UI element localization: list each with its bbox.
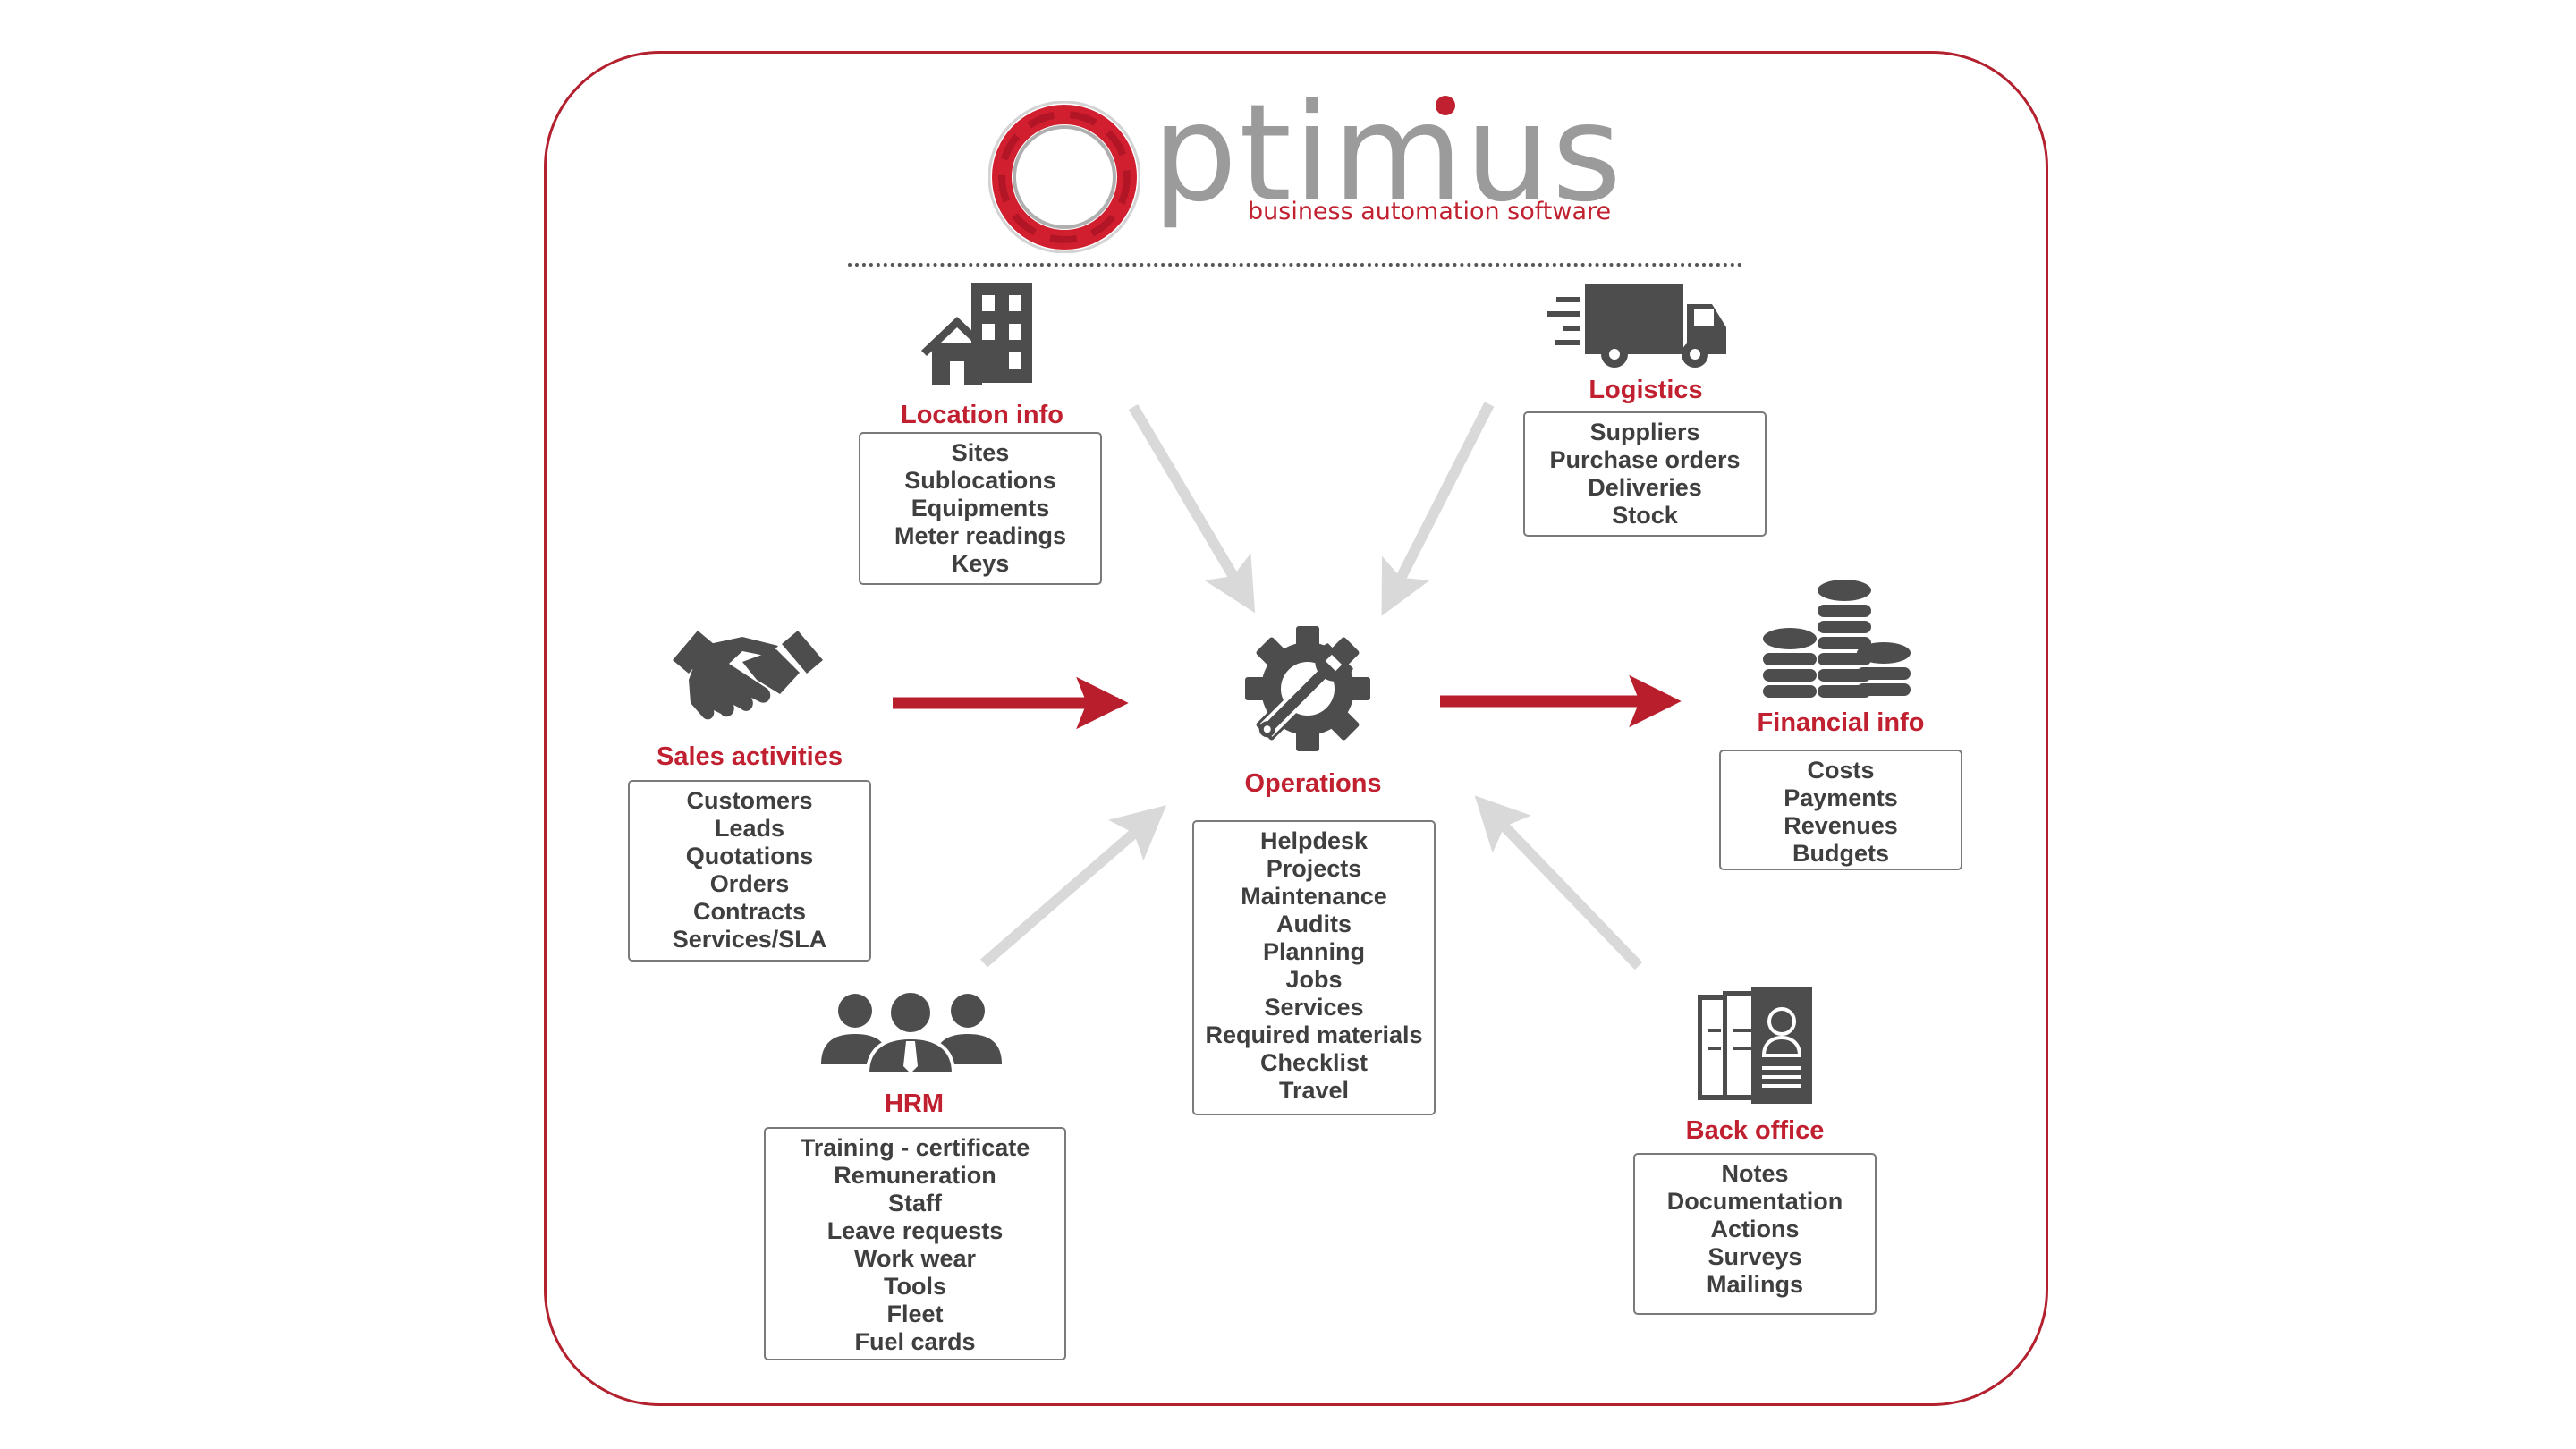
arrow-hrm-to-operations — [980, 805, 1167, 968]
list-item: Training - certificate — [800, 1134, 1030, 1161]
location-info-title: Location info — [900, 401, 1064, 429]
list-item: Stock — [1612, 502, 1678, 529]
list-item: Leads — [714, 815, 785, 842]
list-item: Deliveries — [1588, 474, 1702, 501]
list-item: Actions — [1710, 1216, 1800, 1242]
documents-icon — [1698, 987, 1812, 1104]
list-item: Jobs — [1285, 966, 1343, 993]
list-item: Notes — [1721, 1160, 1789, 1187]
list-item: Leave requests — [826, 1217, 1004, 1244]
logo-wordmark: ptimus — [1152, 76, 1624, 232]
arrow-backoffice-to-operations — [1474, 795, 1643, 970]
list-item: Staff — [888, 1190, 942, 1216]
list-item: Revenues — [1784, 812, 1898, 839]
list-item: Customers — [686, 787, 813, 814]
list-item: Contracts — [692, 898, 807, 925]
list-item: Suppliers — [1589, 419, 1700, 445]
list-item: Orders — [709, 870, 790, 897]
list-item: Work wear — [853, 1245, 977, 1272]
list-item: Payments — [1784, 784, 1898, 811]
list-item: Keys — [951, 550, 1010, 577]
logo-ring-icon — [988, 101, 1140, 253]
list-item: Projects — [1266, 855, 1362, 882]
list-item: Planning — [1263, 938, 1365, 965]
list-item: Fuel cards — [854, 1328, 976, 1355]
arrow-location-to-operations — [1128, 403, 1256, 614]
list-item: Budgets — [1792, 840, 1889, 867]
list-item: Audits — [1276, 911, 1352, 937]
dotted-divider — [848, 263, 1742, 267]
list-item: Costs — [1807, 757, 1875, 784]
list-item: Sublocations — [904, 467, 1056, 494]
list-item: Meter readings — [894, 522, 1067, 549]
list-item: Services — [1264, 994, 1364, 1021]
list-item: Mailings — [1706, 1271, 1803, 1298]
arrow-logistics-to-operations — [1381, 402, 1495, 616]
list-item: Maintenance — [1241, 883, 1387, 910]
list-item: Quotations — [685, 843, 814, 869]
list-item: Sites — [951, 439, 1010, 466]
gear-wrench-icon — [1245, 626, 1370, 751]
list-item: Fleet — [886, 1301, 944, 1327]
list-item: Remuneration — [834, 1162, 996, 1189]
list-item: Required materials — [1205, 1021, 1423, 1048]
logo-i-dot — [1436, 96, 1455, 115]
list-item: Documentation — [1666, 1188, 1843, 1215]
list-item: Surveys — [1707, 1243, 1802, 1270]
people-icon — [821, 989, 1002, 1075]
truck-icon — [1547, 284, 1726, 368]
back-office-title: Back office — [1685, 1116, 1825, 1145]
list-item: Travel — [1278, 1077, 1350, 1104]
coins-icon — [1763, 580, 1911, 698]
logo-tagline: business automation software — [1248, 198, 1612, 225]
handshake-icon — [673, 631, 823, 720]
list-item: Tools — [884, 1273, 946, 1300]
building-icon — [921, 283, 1032, 385]
sales-activities-title: Sales activities — [657, 742, 843, 771]
rounded-frame — [544, 51, 2048, 1406]
list-item: Equipments — [911, 495, 1050, 521]
list-item: Purchase orders — [1549, 446, 1741, 473]
operations-title: Operations — [1244, 769, 1382, 798]
list-item: Services/SLA — [672, 926, 827, 953]
hrm-title: HRM — [884, 1089, 945, 1118]
list-item: Checklist — [1259, 1049, 1368, 1076]
financial-info-title: Financial info — [1757, 708, 1925, 737]
optimus-logo: ptimus business automation software — [988, 87, 1622, 273]
logistics-title: Logistics — [1589, 376, 1703, 404]
list-item: Helpdesk — [1259, 827, 1368, 854]
